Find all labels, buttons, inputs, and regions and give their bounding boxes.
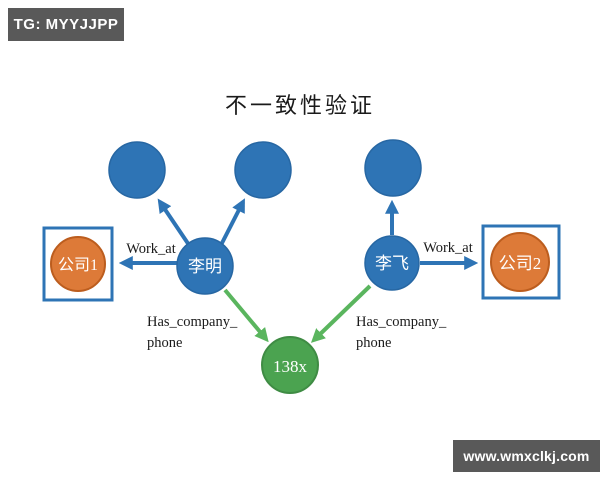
node-company1-label: 公司1 (58, 257, 98, 274)
node-entity1 (108, 141, 166, 199)
edge-label-has-phone-right-line2: phone (356, 335, 391, 351)
edge-label-has-phone-left-line1: Has_company_ (147, 314, 238, 330)
tg-watermark-badge: TG: MYYJJPP (8, 8, 124, 41)
edge-person1-to-entity1 (157, 198, 191, 247)
node-entity3 (364, 139, 422, 197)
edge-label-work-at-left: Work_at (126, 241, 176, 257)
edge-person1-to-entity2 (219, 198, 245, 246)
node-person1 (176, 237, 234, 295)
node-person1-label: 李明 (188, 257, 222, 276)
node-person2 (364, 235, 420, 291)
node-phone (261, 336, 319, 394)
node-entity2 (234, 141, 292, 199)
node-phone-label: 138x (273, 357, 308, 376)
node-company2-label: 公司2 (499, 254, 542, 273)
tg-watermark-text: TG: MYYJJPP (13, 16, 119, 33)
edge-label-work-at-right: Work_at (423, 240, 473, 256)
edge-label-has-phone-left-line2: phone (147, 335, 182, 351)
node-person2-label: 李飞 (375, 254, 409, 273)
edge-person1-has-phone (223, 288, 269, 343)
node-company1 (50, 236, 106, 292)
page-title: 不一致性验证 (224, 93, 375, 118)
edge-person2-has-phone (310, 284, 372, 343)
node-company2 (490, 232, 550, 292)
edge-label-has-phone-right-line1: Has_company_ (356, 314, 447, 330)
website-watermark-text: www.wmxclkj.com (463, 448, 590, 464)
website-watermark-badge: www.wmxclkj.com (453, 440, 600, 472)
